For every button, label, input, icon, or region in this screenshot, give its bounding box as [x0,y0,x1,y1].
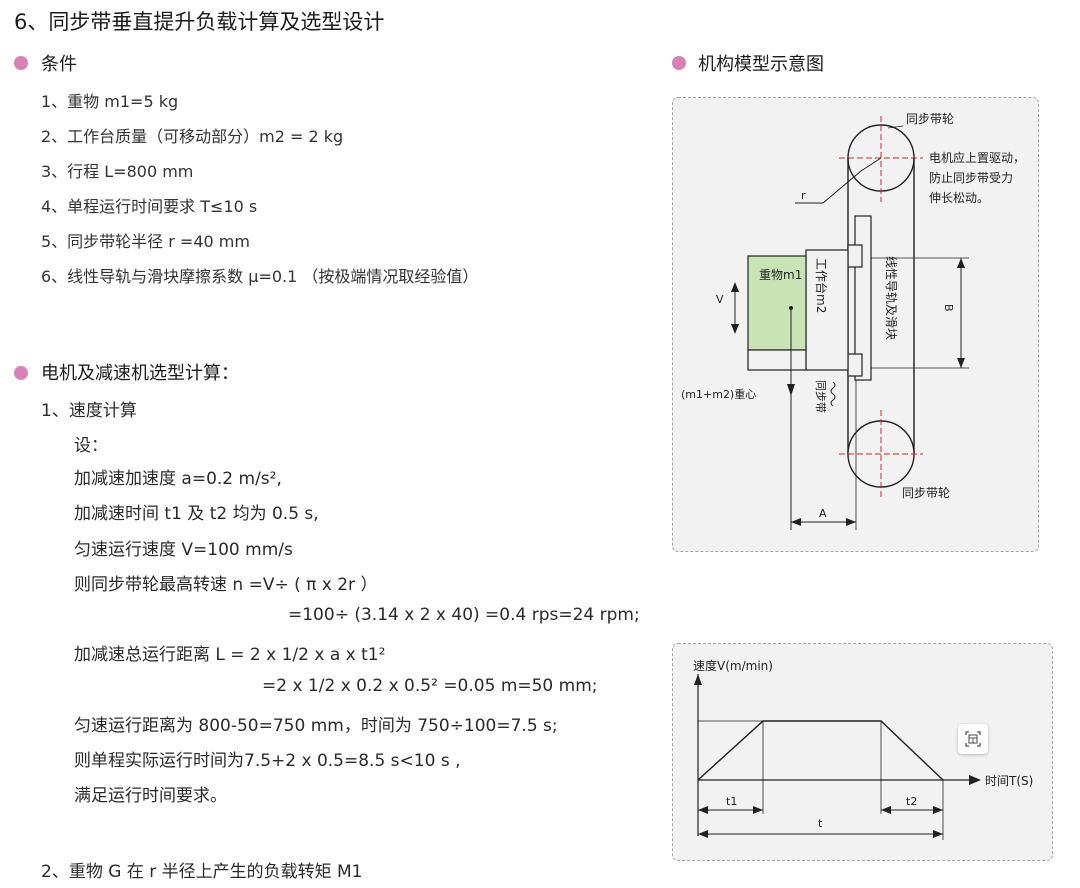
x-axis-label: 时间T(S) [985,774,1033,788]
calculator-icon [965,731,981,747]
velocity-label: V [716,293,724,306]
weight-m1 [747,255,807,351]
dimension-a-label: A [819,507,827,520]
t-label: t [818,817,823,830]
bullet-dot [14,366,28,380]
belt-wave-icon [830,381,836,407]
calc-line: 匀速运行距离为 800-50=750 mm，时间为 750÷100=7.5 s; [74,716,558,736]
mechanism-diagram: r 同步带轮 电机应上置驱动， 防止同步带受力 伸长松动。 同步带轮 线性导轨及… [681,112,1025,530]
calc-line: 满足运行时间要求。 [74,786,227,806]
calc-line: 匀速运行速度 V=100 mm/s [74,540,293,560]
t1-label: t1 [726,795,737,808]
gravity-arrow [787,384,795,396]
page-title: 6、同步带垂直提升负载计算及选型设计 [14,10,385,34]
belt-label: 同步带 [814,380,827,413]
cog-label: (m1+m2)重心 [681,387,756,401]
pulley-bottom-label: 同步带轮 [902,486,950,500]
condition-item: 5、同步带轮半径 r =40 mm [41,232,250,251]
radius-line [860,157,882,172]
bullet-dot [14,56,28,70]
condition-item: 1、重物 m1=5 kg [41,92,179,111]
calc-line: 加减速时间 t1 及 t2 均为 0.5 s, [74,504,319,524]
subsection-heading: 2、重物 G 在 r 半径上产生的负载转矩 M1 [41,862,363,882]
pulley-top-label: 同步带轮 [906,112,954,126]
diagram-heading: 机构模型示意图 [698,54,824,75]
calculator-icon-button[interactable] [958,724,988,754]
motor-heading: 电机及减速机选型计算： [41,363,239,384]
note-line-1: 电机应上置驱动， [929,150,1025,165]
y-axis-label: 速度V(m/min) [693,658,773,673]
bullet-dot [672,56,686,70]
mechanism-diagram-panel: r 同步带轮 电机应上置驱动， 防止同步带受力 伸长松动。 同步带轮 线性导轨及… [672,97,1039,552]
velocity-profile-line [697,720,944,781]
calc-line: =100÷ (3.14 x 2 x 40) =0.4 rps=24 rpm; [288,605,640,625]
slider-block-bottom [847,353,863,377]
calc-line: 加减速加速度 a=0.2 m/s², [74,469,282,489]
radius-label: r [801,189,806,202]
calc-line: 则单程实际运行时间为7.5+2 x 0.5=8.5 s<10 s , [74,751,461,771]
calc-line: 则同步带轮最高转速 n =V÷ ( π x 2r ） [74,575,378,595]
t2-label: t2 [906,795,917,808]
condition-item: 4、单程运行时间要求 T≤10 s [41,197,258,216]
radius-leader [822,170,862,204]
speed-profile-diagram: 速度V(m/min) 时间T(S) t1 t2 t [693,658,1033,840]
subsection-heading: 1、速度计算 [41,401,137,421]
condition-item: 3、行程 L=800 mm [41,162,194,181]
dimension-b-label: B [942,304,955,312]
table-label: 工作台m2 [814,258,829,313]
calc-line: =2 x 1/2 x 0.2 x 0.5² =0.05 m=50 mm; [262,676,598,696]
calc-line: 设： [74,436,108,456]
work-table [805,249,849,371]
rail-label: 线性导轨及滑块 [884,256,898,340]
note-line-2: 防止同步带受力 [929,170,1013,185]
calc-line: 加减速总运行距离 L = 2 x 1/2 x a x t1² [74,645,386,665]
conditions-heading: 条件 [41,54,77,75]
condition-item: 2、工作台质量（可移动部分）m2 = 2 kg [41,127,344,146]
speed-profile-panel: 速度V(m/min) 时间T(S) t1 t2 t [672,643,1053,861]
slider-block-top [847,244,863,268]
condition-item: 6、线性导轨与滑块摩擦系数 μ=0.1 （按极端情况取经验值） [41,267,479,286]
note-line-3: 伸长松动。 [929,191,989,205]
weight-label: 重物m1 [759,268,802,282]
